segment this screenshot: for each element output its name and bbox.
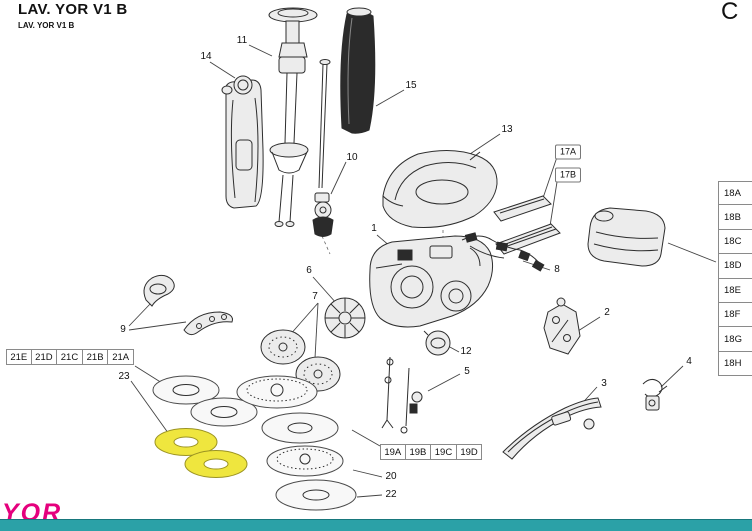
- callout-18b: 18B: [718, 205, 752, 230]
- callout-11: 11: [236, 35, 248, 46]
- callout-19b: 19B: [405, 444, 432, 460]
- callout-14: 14: [200, 51, 212, 62]
- callout-15: 15: [405, 80, 417, 91]
- callout-19c: 19C: [431, 444, 457, 460]
- callout-7: 7: [312, 291, 318, 302]
- part-clamp: [642, 378, 668, 411]
- callout-20: 20: [385, 471, 397, 482]
- callout-17b: 17B: [554, 167, 582, 183]
- callout-22: 22: [385, 489, 397, 500]
- part-solution-tank: [221, 75, 264, 209]
- page-subtitle: LAV. YOR V1 B: [18, 21, 75, 30]
- callout-23: 23: [118, 371, 130, 382]
- callout-21a: 21A: [108, 349, 134, 365]
- part-filter-17b: [495, 223, 561, 255]
- callout-9: 9: [120, 324, 126, 335]
- callout-19a: 19A: [380, 444, 406, 460]
- callout-8: 8: [554, 264, 560, 275]
- callout-group-18: 18A 18B 18C 18D 18E 18F 18G 18H: [718, 181, 752, 377]
- part-main-body: [369, 235, 494, 328]
- part-brush-2: [266, 445, 344, 477]
- callout-21c: 21C: [57, 349, 83, 365]
- callout-21b: 21B: [82, 349, 109, 365]
- part-pad-yellow-1: [154, 428, 218, 456]
- part-wand-rod: [318, 59, 331, 189]
- part-top-cover: [382, 150, 498, 228]
- page-title: LAV. YOR V1 B: [18, 1, 128, 18]
- callout-18e: 18E: [718, 278, 752, 303]
- part-squeegee: [502, 397, 602, 460]
- callout-18d: 18D: [718, 254, 752, 279]
- footer-bar: [0, 519, 752, 531]
- callout-1: 1: [371, 223, 377, 234]
- part-cable-harness: [461, 232, 545, 272]
- callout-21e: 21E: [6, 349, 32, 365]
- callout-18a: 18A: [718, 181, 752, 206]
- part-handle-housing: [340, 7, 376, 134]
- callout-6: 6: [306, 265, 312, 276]
- callout-12: 12: [460, 346, 472, 357]
- part-pad-holder-a: [260, 329, 306, 365]
- part-handle-bracket-b: [183, 311, 233, 336]
- part-pad-white-2: [190, 397, 258, 427]
- part-pad-center-2: [275, 479, 357, 511]
- part-mount-bracket: [543, 297, 581, 355]
- callout-4: 4: [686, 356, 692, 367]
- part-cap: [423, 330, 451, 356]
- part-fan-rotor: [324, 297, 366, 339]
- part-handle-pole: [268, 7, 318, 227]
- part-brush-1: [236, 375, 318, 409]
- part-filter-17a: [493, 195, 552, 222]
- part-pad-center-1: [261, 412, 339, 444]
- callout-group-19: 19A 19B 19C 19D: [380, 444, 483, 460]
- part-pad-yellow-2: [184, 450, 248, 478]
- part-pump-assembly: [312, 192, 334, 237]
- callout-13: 13: [501, 124, 513, 135]
- callout-2: 2: [604, 307, 610, 318]
- callout-group-21: 21E 21D 21C 21B 21A: [6, 349, 134, 365]
- page-marker-letter: C: [721, 0, 739, 25]
- part-handle-bracket-a: [143, 274, 175, 307]
- callout-18c: 18C: [718, 229, 752, 255]
- callout-19d: 19D: [456, 444, 483, 460]
- callout-18f: 18F: [718, 302, 752, 328]
- part-linkage-rods: [381, 356, 423, 434]
- part-recovery-tank: [587, 207, 666, 267]
- callout-18h: 18H: [718, 351, 752, 377]
- part-pad-white-1: [152, 375, 220, 405]
- callout-3: 3: [601, 378, 607, 389]
- callout-5: 5: [464, 366, 470, 377]
- callout-18g: 18G: [718, 327, 752, 352]
- callout-10: 10: [346, 152, 358, 163]
- callout-21d: 21D: [31, 349, 58, 365]
- callout-17a: 17A: [554, 144, 582, 160]
